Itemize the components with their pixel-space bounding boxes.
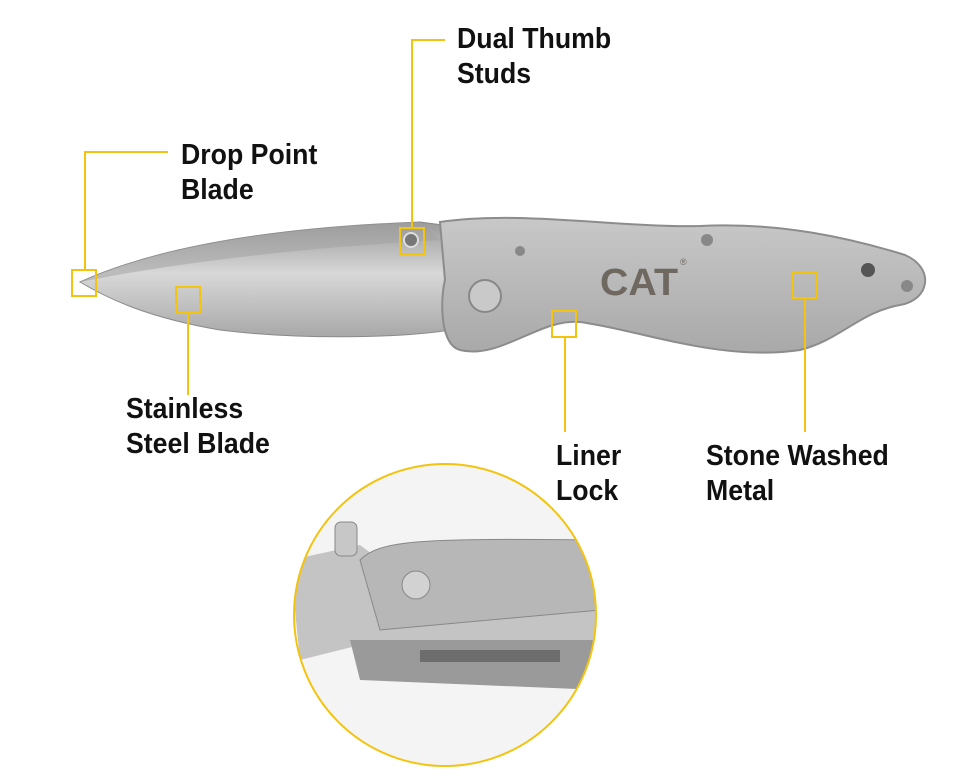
thumb-stud bbox=[403, 232, 419, 248]
svg-text:®: ® bbox=[680, 257, 687, 267]
callout-stone-washed-metal: Stone Washed Metal bbox=[706, 439, 889, 509]
callout-stainless-steel-blade: Stainless Steel Blade bbox=[126, 392, 270, 462]
callout-liner-lock: Liner Lock bbox=[556, 439, 621, 509]
callout-text: Steel Blade bbox=[126, 428, 270, 460]
pivot-screw bbox=[468, 279, 502, 313]
callout-text: Stainless bbox=[126, 393, 244, 425]
callout-drop-point-blade: Drop Point Blade bbox=[181, 138, 317, 208]
closeup-circle-border bbox=[293, 463, 597, 767]
callout-text: Stone Washed bbox=[706, 440, 889, 472]
callout-text: Drop Point bbox=[181, 139, 318, 171]
cat-logo: CAT bbox=[600, 262, 678, 304]
liner-lock-closeup bbox=[294, 464, 596, 766]
callout-dual-thumb-studs: Dual Thumb Studs bbox=[457, 22, 611, 92]
callout-lines bbox=[71, 39, 818, 432]
handle bbox=[438, 216, 926, 354]
callout-text: Lock bbox=[556, 475, 619, 507]
callout-text: Studs bbox=[457, 58, 532, 90]
callout-text: Metal bbox=[706, 475, 775, 507]
callout-text: Blade bbox=[181, 174, 254, 206]
callout-text: Liner bbox=[556, 440, 622, 472]
callout-text: Dual Thumb bbox=[457, 23, 612, 55]
